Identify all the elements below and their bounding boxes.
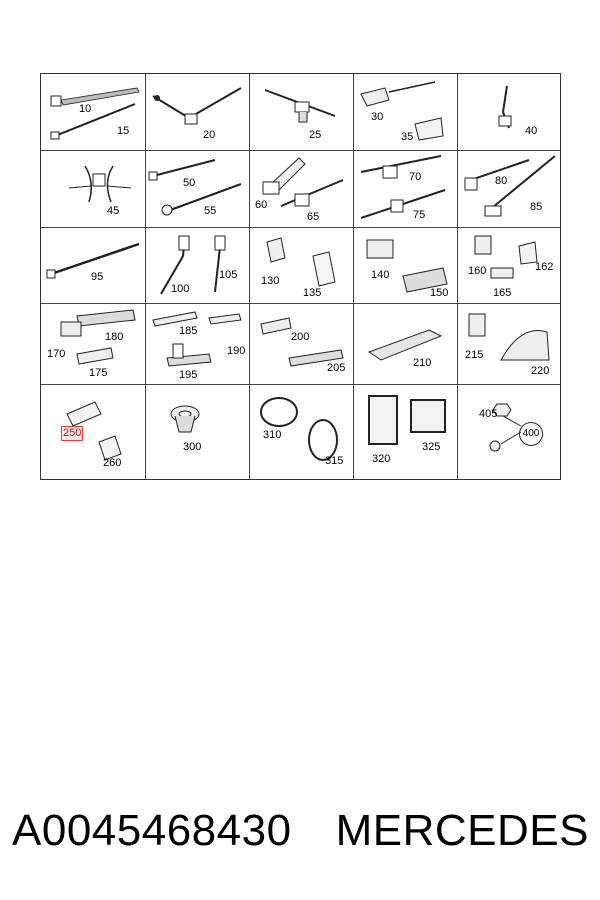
retainer-set-drawing (60, 309, 136, 365)
sleeve-drawing (66, 401, 122, 461)
part-number: A0045468430 (12, 806, 292, 855)
label-175: 175 (89, 367, 108, 379)
label-105: 105 (219, 269, 238, 281)
label-220: 220 (531, 365, 550, 377)
label-45: 45 (107, 205, 120, 217)
label-85: 85 (530, 201, 543, 213)
long-cable-tie-drawing (46, 242, 140, 279)
label-10: 10 (79, 103, 92, 115)
label-215: 215 (465, 349, 484, 361)
grid-divider (457, 74, 458, 479)
part-caption: A0045468430 MERCEDES (12, 806, 592, 856)
label-400-circled: 400 (519, 422, 543, 446)
label-70: 70 (409, 171, 422, 183)
strap-clip-drawing (498, 85, 512, 129)
label-250-highlighted: 250 (61, 426, 84, 441)
label-185: 185 (179, 325, 198, 337)
label-180: 180 (105, 331, 124, 343)
connector-block-drawing (366, 239, 448, 293)
label-315: 315 (325, 455, 344, 467)
grid-divider (41, 150, 560, 151)
edge-clip-drawing (360, 81, 444, 141)
label-310: 310 (263, 429, 282, 441)
label-165: 165 (493, 287, 512, 299)
label-135: 135 (303, 287, 322, 299)
label-95: 95 (91, 271, 104, 283)
label-40: 40 (525, 125, 538, 137)
label-260: 260 (103, 457, 122, 469)
label-130: 130 (261, 275, 280, 287)
spreader-clip-drawing (68, 165, 132, 203)
label-405: 405 (479, 408, 498, 420)
label-50: 50 (183, 177, 196, 189)
label-150: 150 (430, 287, 449, 299)
clip-set-drawing (474, 235, 538, 279)
grid-divider (353, 74, 354, 479)
mounting-bracket-drawing (367, 329, 443, 361)
grid-divider (249, 74, 250, 479)
label-100: 100 (171, 283, 190, 295)
grid-divider (41, 303, 560, 304)
label-300: 300 (183, 441, 202, 453)
frame-seal-drawing (368, 395, 446, 445)
push-mount-tie-drawing (160, 235, 226, 295)
label-75: 75 (413, 209, 426, 221)
label-65: 65 (307, 211, 320, 223)
screw-nut-drawing (489, 403, 522, 452)
grid-divider (41, 384, 560, 385)
label-160: 160 (468, 265, 487, 277)
label-320: 320 (372, 453, 391, 465)
pipe-clamp-drawing (264, 89, 336, 123)
brand-name: MERCEDES (335, 806, 589, 855)
grommet-drawing (170, 405, 200, 433)
label-162: 162 (535, 261, 554, 273)
panel-clip-drawing (266, 237, 336, 287)
tie-anchor-drawing (148, 159, 242, 216)
label-20: 20 (203, 129, 216, 141)
support-bracket-drawing (468, 313, 550, 361)
label-195: 195 (179, 369, 198, 381)
trim-fastener-drawing (260, 317, 344, 367)
label-35: 35 (401, 131, 414, 143)
rail-clip-drawing (152, 311, 242, 367)
label-210: 210 (413, 357, 432, 369)
label-170: 170 (47, 348, 66, 360)
parts-diagram-grid: 10 15 20 25 30 35 40 45 50 55 (40, 73, 561, 480)
label-30: 30 (371, 111, 384, 123)
label-190: 190 (227, 345, 246, 357)
label-200: 200 (291, 331, 310, 343)
wiring-harness-clip-drawing (262, 157, 344, 207)
label-205: 205 (327, 362, 346, 374)
label-60: 60 (255, 199, 268, 211)
label-140: 140 (371, 269, 390, 281)
cable-tie-clip-drawing (152, 87, 242, 125)
label-15: 15 (117, 125, 130, 137)
label-325: 325 (422, 441, 441, 453)
label-55: 55 (204, 205, 217, 217)
bracket-tie-drawing (360, 155, 446, 219)
grid-divider (145, 74, 146, 479)
label-80: 80 (495, 175, 508, 187)
duct-seal-drawing (260, 397, 338, 461)
tie-mount-drawing (464, 155, 556, 217)
cable-tie-drawing (50, 87, 140, 140)
label-25: 25 (309, 129, 322, 141)
grid-divider (41, 227, 560, 228)
